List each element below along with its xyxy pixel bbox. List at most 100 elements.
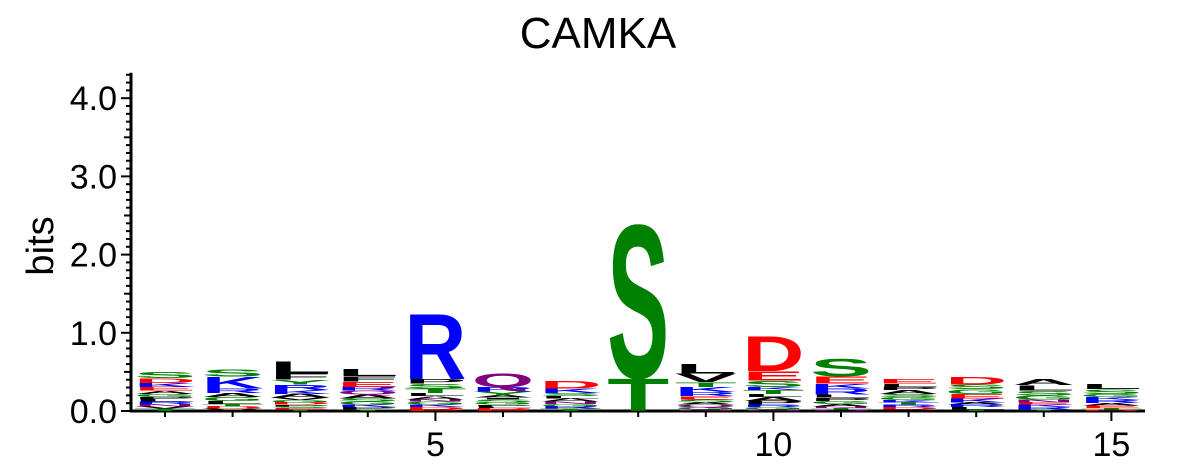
- logo-letter: T: [540, 408, 602, 412]
- logo-letter: Q: [337, 390, 399, 396]
- logo-letter: T: [742, 389, 804, 395]
- logo-letter: G: [540, 403, 602, 407]
- logo-letter: A: [675, 402, 737, 406]
- logo-letter: K: [1013, 404, 1075, 408]
- logo-letter: R: [269, 383, 331, 391]
- logo-letter: S: [269, 406, 331, 408]
- y-tick-label: 1.0: [70, 315, 117, 353]
- logo-letter: A: [540, 398, 602, 403]
- logo-letter: A: [404, 395, 466, 400]
- logo-letter: F: [269, 372, 331, 382]
- logo-letter: R: [742, 404, 804, 408]
- logo-letter: Y: [269, 378, 331, 385]
- logo-letter: G: [742, 406, 804, 410]
- logo-letter: G: [472, 402, 534, 406]
- logo-letter: D: [202, 406, 264, 410]
- logo-letter: L: [945, 407, 1007, 411]
- logo-letter: L: [675, 361, 737, 377]
- logo-letter: R: [1013, 406, 1075, 410]
- logo-letter: S: [1080, 388, 1142, 395]
- logo-letter: P: [742, 400, 804, 406]
- logo-letter: A: [269, 393, 331, 399]
- logo-letter: Q: [472, 369, 534, 391]
- logo-letter: T: [945, 409, 1007, 411]
- logo-letter: A: [1080, 403, 1142, 407]
- logo-letter: E: [1080, 405, 1142, 409]
- logo-letter: T: [269, 409, 331, 411]
- logo-letter: I: [472, 397, 534, 399]
- logo-letter: R: [878, 404, 940, 408]
- logo-letter: D: [404, 406, 466, 410]
- logo-letter: V: [675, 371, 737, 384]
- logo-letter: K: [269, 389, 331, 395]
- logo-letter: S: [675, 398, 737, 403]
- logo-letter: T: [1080, 408, 1142, 410]
- logo-letter: L: [1080, 382, 1142, 390]
- logo-letter: N: [540, 401, 602, 405]
- logo-letter: S: [1013, 389, 1075, 396]
- logo-letter: L: [810, 394, 872, 399]
- logo-letter: N: [742, 409, 804, 411]
- logo-letter: L: [742, 393, 804, 398]
- logo-letter: R: [810, 387, 872, 397]
- logo-letter: V: [134, 406, 196, 410]
- logo-letter: T: [607, 368, 669, 421]
- logo-letter: K: [878, 399, 940, 403]
- logo-letter: K: [202, 374, 265, 392]
- logo-letter: A: [337, 394, 399, 400]
- logo-letter: N: [404, 399, 466, 403]
- logo-letter: E: [675, 395, 737, 400]
- logo-letter: P: [810, 397, 872, 402]
- logo-letter: Q: [675, 404, 737, 408]
- logo-letter: E: [134, 386, 196, 392]
- x-tick-label: 15: [1092, 426, 1130, 464]
- logo-letter: N: [134, 403, 196, 407]
- logo-letter: S: [945, 383, 1007, 390]
- logo-letter: D: [945, 375, 1007, 387]
- stack-position-8: TS: [607, 178, 669, 424]
- logo-letter: S: [742, 379, 804, 389]
- logo-letter: A: [945, 402, 1007, 406]
- logo-letter: T: [878, 402, 940, 406]
- logo-letter: A: [202, 392, 264, 398]
- logo-letter: E: [945, 393, 1007, 400]
- y-tick-label: 3.0: [70, 158, 117, 196]
- logo-letter: E: [404, 409, 466, 411]
- logo-letter: N: [675, 409, 737, 411]
- logo-letter: T: [675, 381, 737, 388]
- logo-letter: K: [810, 382, 872, 389]
- logo-letter: L: [202, 400, 264, 405]
- logo-letter: L: [269, 358, 331, 377]
- logo-letter: K: [134, 382, 196, 388]
- logo-letter: V: [269, 397, 331, 401]
- logo-letter: T: [810, 408, 872, 410]
- logo-letter: R: [945, 404, 1007, 408]
- logo-letter: G: [675, 406, 737, 410]
- logo-letter: T: [404, 387, 466, 394]
- logo-letter: G: [134, 393, 196, 398]
- logo-letter: D: [472, 407, 534, 409]
- logo-letter: Y: [472, 390, 534, 396]
- logo-letter: L: [878, 383, 940, 388]
- logo-letter: G: [810, 400, 872, 405]
- logo-letter: S: [472, 398, 534, 403]
- logo-letter: D: [269, 402, 331, 406]
- logo-letter: G: [1080, 393, 1142, 398]
- logo-letter: F: [337, 375, 399, 383]
- logo-letter: A: [472, 395, 534, 399]
- logo-letter: A: [810, 403, 872, 407]
- logo-letter: G: [404, 401, 466, 406]
- logo-letter: P: [337, 406, 399, 410]
